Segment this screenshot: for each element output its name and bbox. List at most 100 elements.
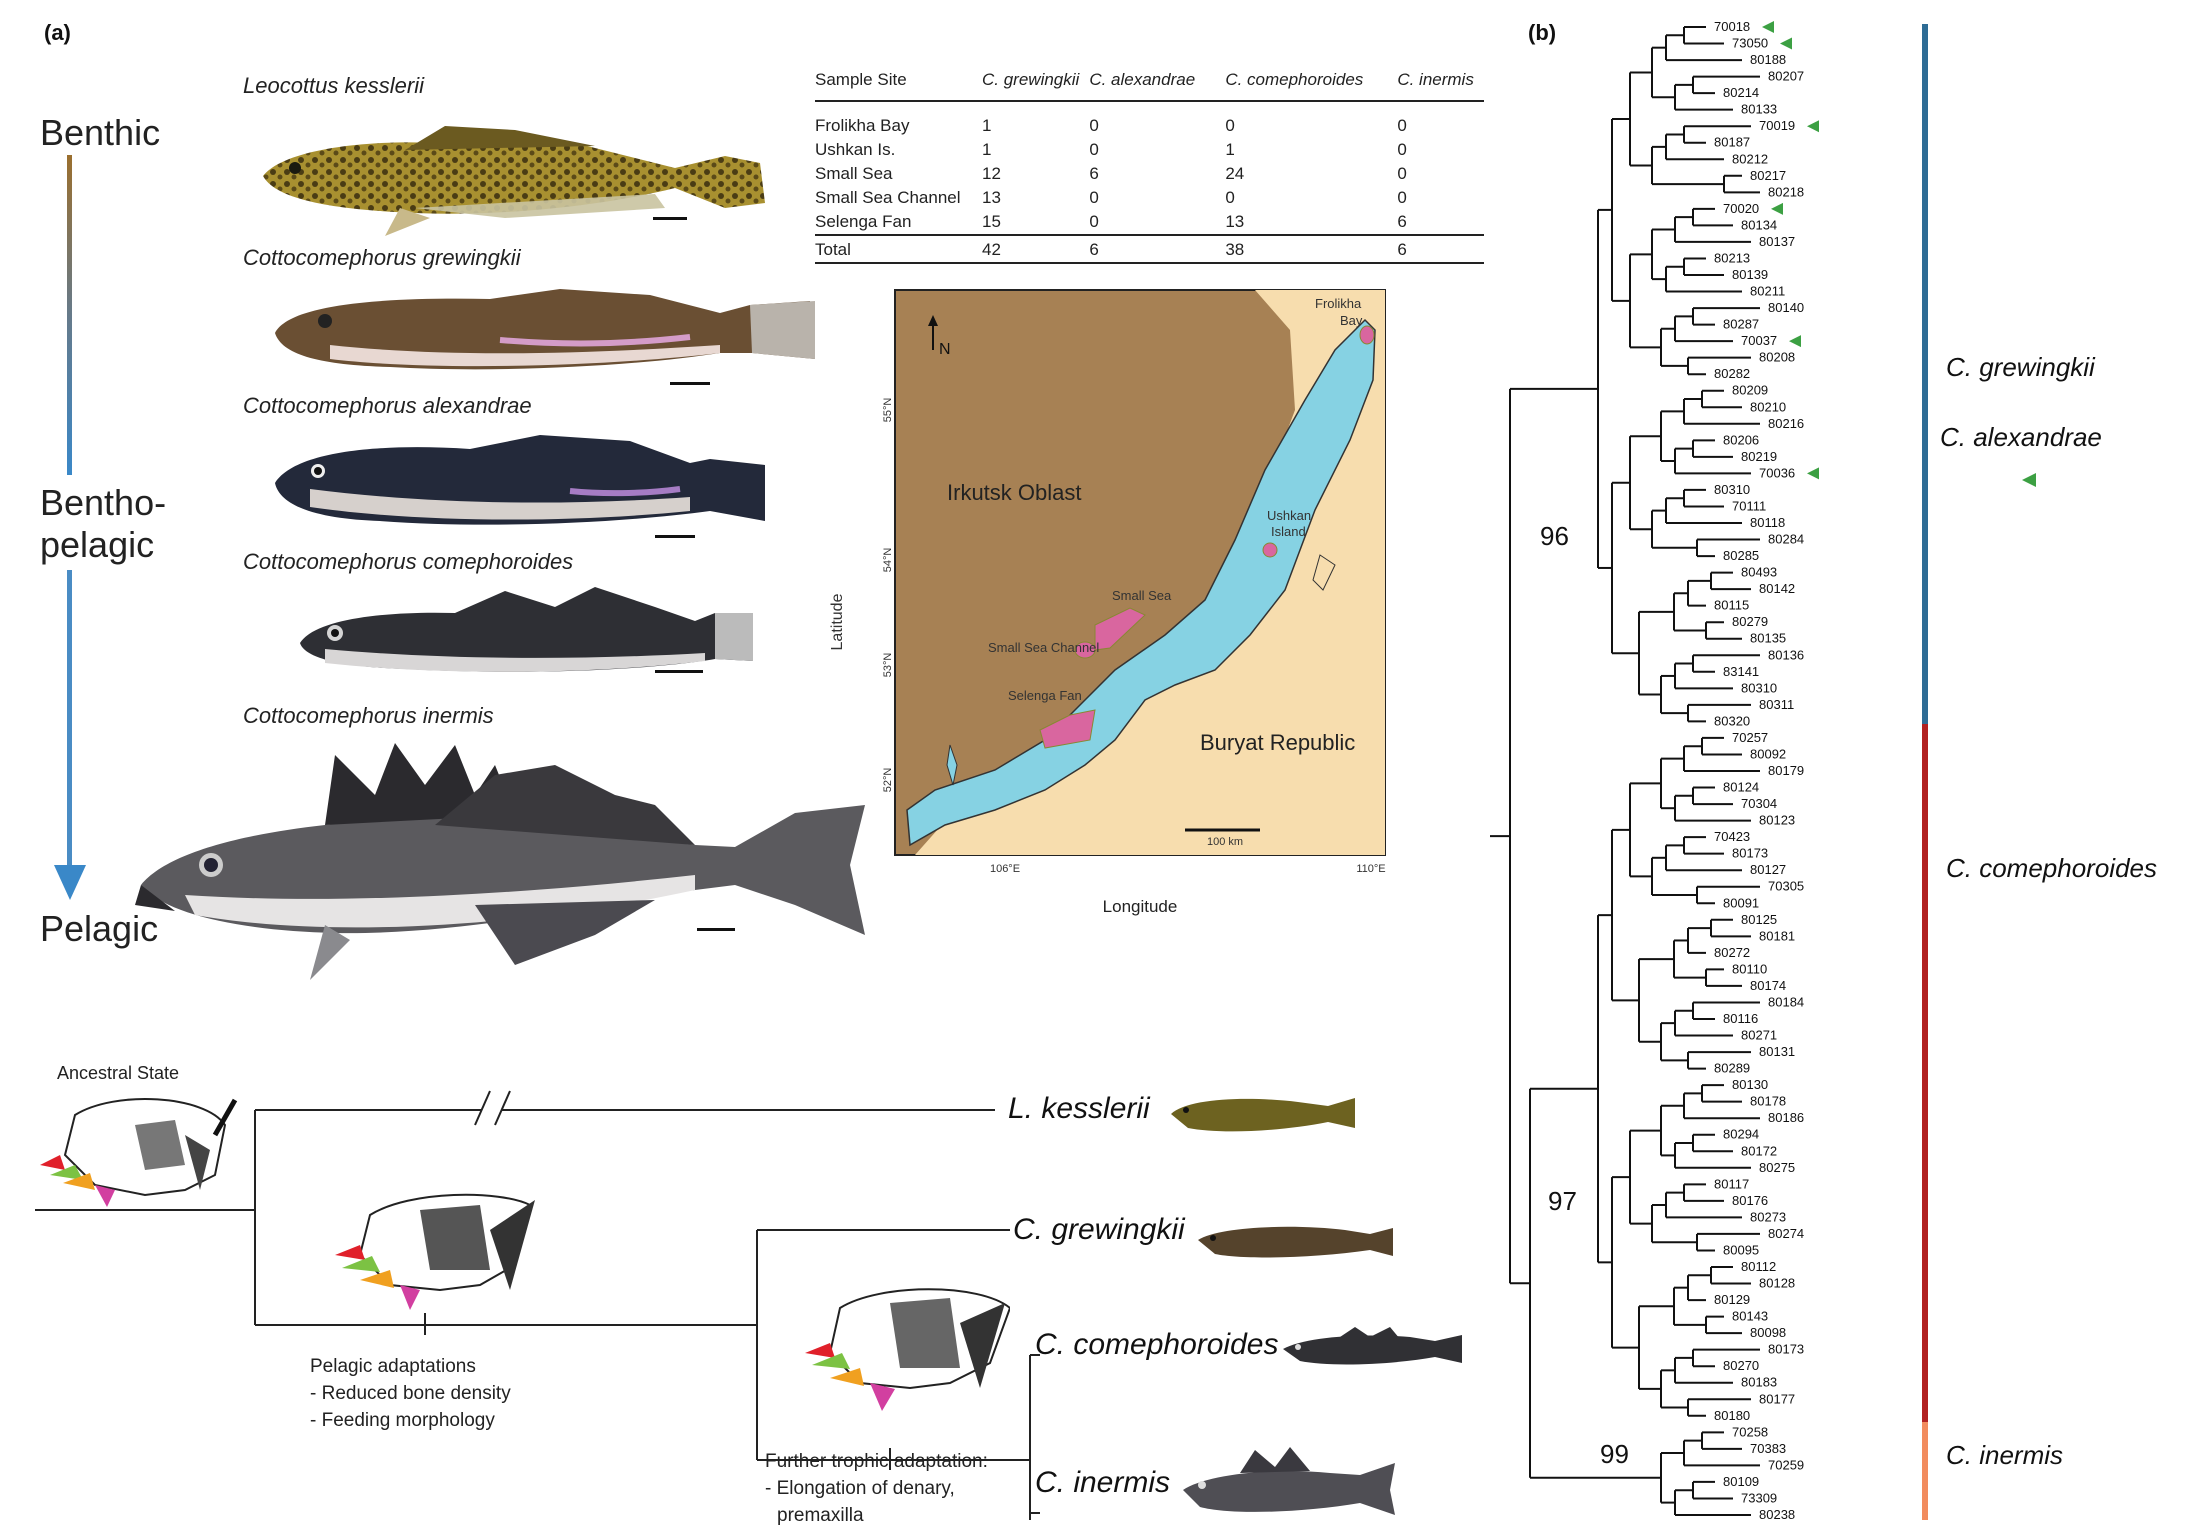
trophic-adaptation-note: Further trophic adaptation: - Elongation… (765, 1448, 988, 1529)
tree-tip-label: 80117 (1714, 1176, 1749, 1191)
table-cell: 6 (1397, 235, 1484, 263)
tree-tip-label: 80112 (1741, 1259, 1776, 1274)
fish-photo-kesslerii (255, 108, 775, 238)
tree-tip-label: 80218 (1768, 184, 1804, 199)
tree-tip-label: 80207 (1768, 69, 1804, 84)
tree-tip-label: 70257 (1732, 730, 1768, 745)
tree-tip-label: 80274 (1768, 1226, 1804, 1241)
table-header: C. comephoroides (1225, 66, 1397, 101)
table-cell: 24 (1225, 162, 1397, 186)
tree-tip-label: 80238 (1759, 1507, 1795, 1520)
table-cell: 1 (1225, 138, 1397, 162)
table-cell: 0 (1089, 210, 1225, 235)
tree-tip-label: 70037 (1741, 333, 1777, 348)
tree-tip-label: 80273 (1750, 1209, 1786, 1224)
tree-tip-label: 80279 (1732, 614, 1768, 629)
tree-tip-label: 80131 (1759, 1044, 1795, 1059)
tree-tip-label: 80209 (1732, 383, 1768, 398)
alexandrae-sample-marker-icon (1762, 21, 1774, 33)
table-row: Small Sea126240 (815, 162, 1484, 186)
table-cell: 0 (1225, 186, 1397, 210)
tree-tip-label: 70018 (1714, 19, 1750, 34)
table-header: C. inermis (1397, 66, 1484, 101)
pelagic-skull-icon (330, 1190, 540, 1320)
tree-tip-label: 83141 (1723, 664, 1759, 679)
tree-tip-label: 80310 (1741, 680, 1777, 695)
table-cell: 13 (1225, 210, 1397, 235)
table-header: C. grewingkii (982, 66, 1089, 101)
tree-tip-label: 80143 (1732, 1309, 1768, 1324)
clade-bar-comephoroides (1922, 724, 1928, 1422)
tree-tip-label: 80294 (1723, 1127, 1759, 1142)
note-title: Further trophic adaptation: (765, 1448, 988, 1475)
clade-label-grewingkii: C. grewingkii (1946, 352, 2095, 383)
map-scale-label: 100 km (1207, 836, 1243, 848)
tree-tip-label: 80124 (1723, 780, 1759, 795)
table-cell: Small Sea Channel (815, 186, 982, 210)
tree-tip-label: 70423 (1714, 829, 1750, 844)
note-item: premaxilla (765, 1502, 988, 1529)
alexandrae-sample-marker-icon (1807, 120, 1819, 132)
tree-tip-label: 80127 (1750, 862, 1786, 877)
table-header: Sample Site (815, 66, 982, 101)
thumb-comephoroides (1280, 1325, 1465, 1370)
tree-tip-label: 80135 (1750, 631, 1786, 646)
habitat-gradient-arrow (50, 155, 90, 905)
note-item: - Feeding morphology (310, 1407, 511, 1434)
bootstrap-inermis: 99 (1600, 1439, 1629, 1469)
tree-tip-label: 70259 (1768, 1457, 1804, 1472)
tree-tip-label: 70020 (1723, 201, 1759, 216)
clade-bar-inermis (1922, 1422, 1928, 1520)
table-cell: 0 (1397, 162, 1484, 186)
tree-tip-label: 80092 (1750, 746, 1786, 761)
table-cell: 12 (982, 162, 1089, 186)
tree-tip-label: 80177 (1759, 1391, 1795, 1406)
note-item: - Elongation of denary, (765, 1475, 988, 1502)
buryat-label: Buryat Republic (1200, 730, 1355, 755)
tree-tip-label: 80184 (1768, 994, 1804, 1009)
tree-tip-label: 80109 (1723, 1474, 1759, 1489)
tree-tip-label: 80183 (1741, 1375, 1777, 1390)
tree-tip-label: 80125 (1741, 912, 1777, 927)
bootstrap-comephoroides: 97 (1548, 1186, 1577, 1216)
pelagic-adaptations-note: Pelagic adaptations - Reduced bone densi… (310, 1353, 511, 1434)
fish-photo-inermis (135, 735, 870, 1000)
tree-tip-label: 80139 (1732, 267, 1768, 282)
tree-tip-label: 80118 (1750, 515, 1785, 530)
tree-tip-label: 80130 (1732, 1077, 1768, 1092)
tree-tip-label: 80216 (1768, 416, 1804, 431)
tree-tip-label: 73050 (1732, 36, 1768, 51)
small-sea-channel-label: Small Sea Channel (988, 640, 1099, 655)
thumb-kesslerii (1168, 1088, 1358, 1138)
clado-taxon-grewingkii: C. grewingkii (1013, 1213, 1185, 1247)
tree-tip-label: 80187 (1714, 135, 1750, 150)
tree-tip-label: 80116 (1723, 1011, 1758, 1026)
table-cell: 0 (1089, 114, 1225, 138)
tree-tip-label: 80129 (1714, 1292, 1750, 1307)
phylogenetic-tree: 7001873050801888020780214801337001980187… (1490, 10, 1910, 1520)
tree-tip-label: 80134 (1741, 217, 1777, 232)
tree-tip-label: 70036 (1759, 465, 1795, 480)
tree-tip-label: 70304 (1741, 796, 1777, 811)
tree-tip-label: 80140 (1768, 300, 1804, 315)
tree-tip-label: 80173 (1732, 846, 1768, 861)
table-cell: 1 (982, 114, 1089, 138)
ancestral-state-label: Ancestral State (57, 1063, 179, 1084)
tree-tip-label: 80172 (1741, 1143, 1777, 1158)
table-cell: 15 (982, 210, 1089, 235)
map-ylabel: Latitude (830, 593, 846, 650)
tree-tip-label: 80289 (1714, 1061, 1750, 1076)
panel-a-label: (a) (44, 20, 71, 46)
tree-tip-label: 70383 (1750, 1441, 1786, 1456)
clado-taxon-inermis: C. inermis (1035, 1466, 1170, 1500)
table-cell: 0 (1089, 138, 1225, 162)
table-cell: 13 (982, 186, 1089, 210)
fish-photo-comephoroides (295, 583, 755, 683)
species-name-kesslerii: Leocottus kesslerii (243, 73, 424, 99)
map-ytick: 55°N (882, 398, 894, 423)
clado-taxon-comephoroides: C. comephoroides (1035, 1328, 1278, 1362)
tree-tip-label: 80173 (1768, 1342, 1804, 1357)
alexandrae-marker-icon (2020, 470, 2040, 490)
tree-tip-label: 80176 (1732, 1193, 1768, 1208)
table-cell: 0 (1397, 138, 1484, 162)
